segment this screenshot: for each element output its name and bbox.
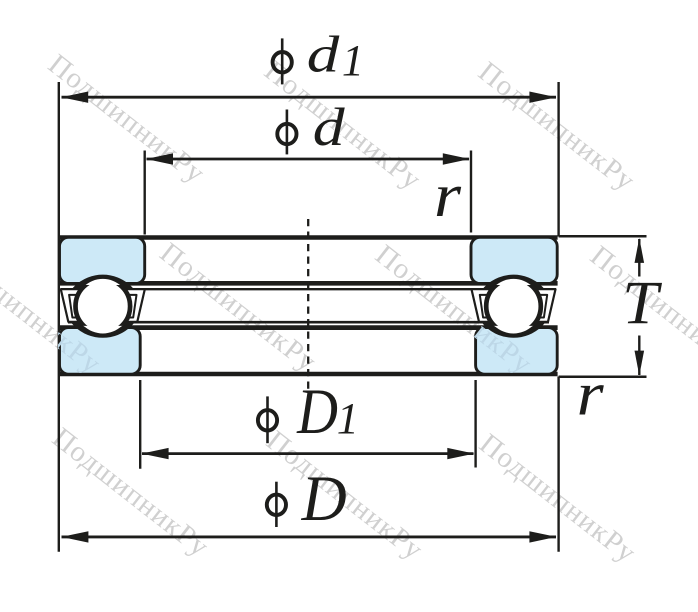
svg-text:D: D — [296, 376, 338, 447]
svg-text:1: 1 — [337, 394, 359, 443]
svg-text:1: 1 — [342, 36, 364, 85]
svg-text:D: D — [301, 462, 347, 534]
svg-text:T: T — [622, 269, 662, 337]
svg-text:r: r — [577, 360, 604, 429]
svg-text:d: d — [313, 96, 345, 156]
svg-text:r: r — [434, 161, 461, 230]
svg-text:d: d — [307, 26, 340, 83]
